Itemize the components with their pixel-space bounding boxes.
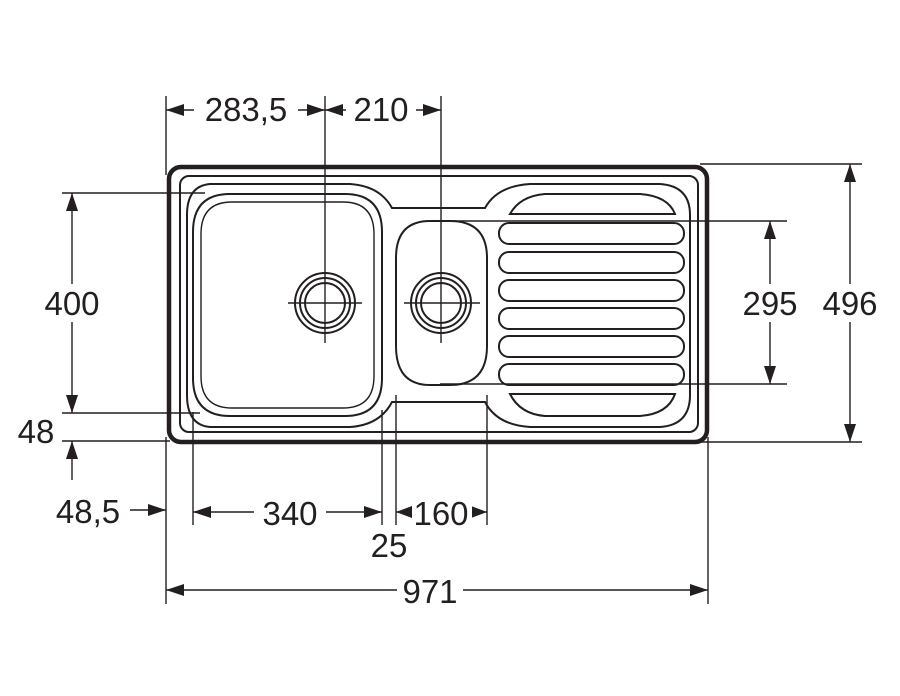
- arrow: [690, 584, 708, 596]
- arrow: [66, 193, 78, 211]
- arrow: [66, 441, 78, 459]
- arrow: [423, 104, 441, 116]
- main-bowl-outline: [192, 193, 383, 417]
- small-bowl-outline: [395, 220, 488, 386]
- drainer-rib-bottom: [508, 393, 677, 417]
- arrow: [325, 104, 343, 116]
- label-bg: [254, 494, 326, 530]
- arrow: [364, 506, 382, 518]
- label-283-5: 283,5: [205, 91, 288, 128]
- label-bg: [194, 92, 298, 128]
- sink-body: [166, 164, 710, 445]
- arrow: [148, 504, 166, 516]
- arrow: [844, 164, 856, 182]
- drainer-rib: [498, 335, 685, 358]
- label-160: 160: [413, 495, 468, 532]
- arrow: [166, 584, 184, 596]
- main-bowl-inner-outline: [200, 201, 375, 409]
- drainer-rib: [498, 307, 685, 330]
- arrow: [471, 506, 487, 518]
- drainer-rib: [498, 363, 685, 386]
- arrow: [764, 366, 776, 384]
- drainer-rib: [498, 222, 685, 245]
- label-295: 295: [742, 285, 797, 322]
- label-971: 971: [402, 573, 457, 610]
- extension-lines: [62, 96, 862, 604]
- label-bg: [397, 572, 463, 608]
- label-48-5: 48,5: [56, 493, 120, 530]
- sink-inner-rim: [179, 175, 699, 433]
- drainer-rib: [498, 251, 685, 274]
- label-496: 496: [822, 285, 877, 322]
- dimension-labels: 283,5 210 400 48 48,5 340 25 160 971 295…: [18, 91, 884, 610]
- arrow: [166, 104, 184, 116]
- label-bg: [412, 494, 472, 530]
- label-210: 210: [353, 91, 408, 128]
- drainer-rib-top: [508, 193, 677, 215]
- main-bowl: [192, 193, 383, 417]
- arrow: [307, 104, 325, 116]
- sink-outer-rim: [166, 164, 710, 445]
- label-bg: [816, 284, 884, 322]
- label-25: 25: [371, 527, 408, 564]
- label-bg: [346, 92, 416, 128]
- arrow: [396, 506, 412, 518]
- arrow: [764, 221, 776, 239]
- arrow: [193, 506, 211, 518]
- label-bg: [736, 284, 804, 322]
- drainer-ribs: [498, 193, 685, 417]
- label-340: 340: [262, 495, 317, 532]
- label-bg: [40, 284, 104, 322]
- arrow: [66, 395, 78, 413]
- label-48: 48: [18, 413, 55, 450]
- drainer-rib: [498, 279, 685, 302]
- arrow: [844, 424, 856, 442]
- deck-contour: [186, 183, 691, 428]
- label-400: 400: [44, 285, 99, 322]
